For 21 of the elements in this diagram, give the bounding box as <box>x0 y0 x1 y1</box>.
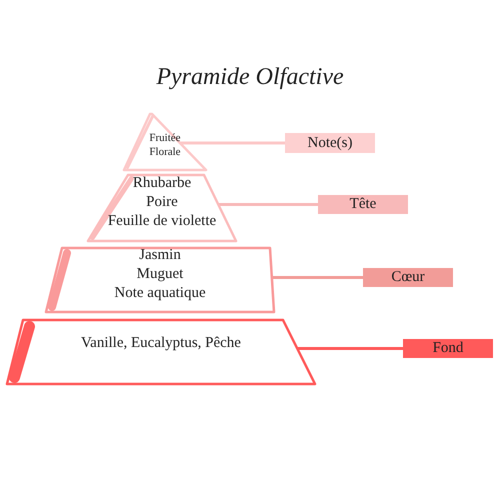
note-text: Muguet <box>136 264 184 284</box>
note-label: Tête <box>318 195 408 214</box>
note-text: Note aquatique <box>114 284 206 302</box>
leader-line <box>180 142 285 144</box>
diagram-title: Pyramide Olfactive <box>155 64 345 91</box>
leader-line <box>218 203 318 206</box>
pyramid-tier <box>122 112 208 172</box>
note-text: Rhubarbe <box>132 174 192 193</box>
note-text: Florale <box>149 146 181 160</box>
note-label: Cœur <box>363 268 453 287</box>
note-label: Fond <box>403 339 493 358</box>
pyramid-tier <box>5 318 317 386</box>
note-text: Poire <box>146 192 178 212</box>
note-text: Jasmin <box>139 246 181 265</box>
note-text: Fruitée <box>149 132 181 146</box>
note-text: Vanille, Eucalyptus, Pêche <box>81 334 241 353</box>
note-text: Feuille de violette <box>108 212 216 230</box>
pyramid-tier <box>44 246 276 314</box>
leader-line <box>272 276 363 279</box>
leader-line <box>297 347 403 350</box>
note-label: Note(s) <box>285 133 375 153</box>
